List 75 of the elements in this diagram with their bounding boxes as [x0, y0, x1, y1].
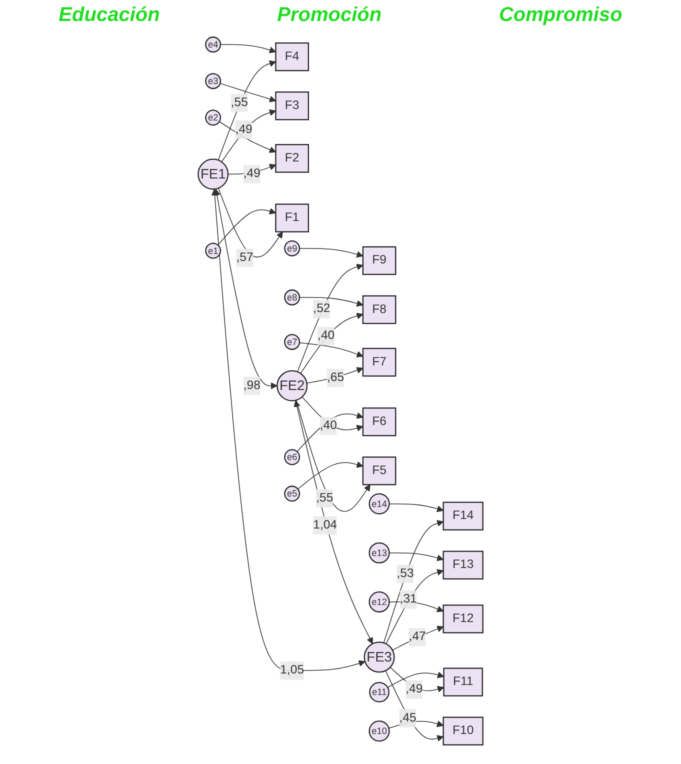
edge-label: ,55	[230, 96, 248, 110]
arrow	[294, 400, 373, 644]
node-circle: e8	[284, 289, 300, 306]
arrow	[221, 109, 276, 162]
node-box: F12	[442, 604, 484, 634]
node-circle: e10	[368, 720, 390, 742]
edge-label: 1,05	[280, 664, 304, 677]
node-box: F9	[362, 246, 396, 276]
node-box: F2	[275, 144, 309, 173]
edge-label: ,45	[399, 711, 416, 724]
arrow	[299, 342, 364, 358]
node-box: F1	[275, 204, 309, 232]
arrow	[218, 121, 276, 153]
edge-label: ,31	[400, 592, 417, 606]
node-circle: e4	[205, 36, 222, 53]
edge-label: ,49	[235, 122, 252, 136]
arrow	[302, 396, 364, 432]
arrow	[218, 60, 276, 161]
node-circle: FE2	[276, 370, 308, 402]
arrow	[299, 297, 364, 307]
factor-name: Compromiso	[498, 4, 622, 27]
edge-label: ,57	[236, 250, 254, 264]
node-circle: e3	[205, 73, 222, 90]
edge-label: ,40	[318, 329, 335, 342]
arrow	[385, 670, 444, 742]
node-circle: e5	[284, 486, 300, 502]
node-box: F8	[362, 295, 396, 324]
node-circle: e9	[284, 240, 300, 256]
edge-label: 1,04	[313, 518, 337, 532]
edge-label: ,53	[396, 566, 414, 580]
arrow	[214, 188, 278, 390]
node-circle: e11	[369, 682, 390, 702]
node-box: F11	[443, 668, 483, 696]
node-circle: e13	[368, 542, 390, 564]
edge-label: ,65	[326, 371, 344, 384]
node-box: F3	[275, 91, 309, 120]
node-box: F14	[442, 502, 484, 530]
arrow	[392, 626, 444, 651]
arrow	[299, 248, 364, 258]
edge-label: ,98	[243, 378, 260, 392]
arrow	[388, 503, 444, 512]
node-circle: e12	[368, 591, 390, 612]
node-circle: e14	[368, 493, 390, 514]
node-circle: FE3	[364, 642, 395, 673]
arrow	[388, 552, 444, 562]
factor-name: Promoción	[277, 4, 382, 27]
arrow	[218, 208, 276, 246]
arrow	[297, 264, 364, 372]
edge-label: ,52	[313, 302, 330, 316]
node-circle: e2	[205, 110, 222, 126]
node-circle: e7	[284, 334, 300, 350]
arrow	[296, 400, 370, 512]
arrow	[300, 312, 364, 374]
edge-label: ,49	[243, 167, 260, 180]
node-box: F7	[362, 348, 396, 377]
node-circle: e6	[284, 449, 300, 466]
node-box: F13	[442, 550, 484, 580]
arrow	[220, 82, 276, 102]
node-box: F10	[442, 716, 484, 746]
node-box: F4	[275, 42, 309, 72]
node-circle: e1	[205, 242, 222, 259]
factor-name: Educación	[58, 4, 160, 27]
arrow	[388, 720, 444, 729]
arrow	[297, 461, 364, 490]
arrow	[218, 188, 283, 258]
arrow	[220, 44, 276, 54]
edge-label: ,55	[316, 491, 334, 504]
edge-label: ,49	[406, 682, 423, 696]
node-box: F5	[362, 456, 396, 486]
arrow	[296, 412, 364, 452]
node-box: F6	[362, 407, 396, 436]
edge-label: ,40	[320, 419, 337, 432]
edge-label: ,47	[408, 630, 426, 644]
arrow	[387, 672, 444, 688]
node-circle: FE1	[198, 158, 229, 190]
